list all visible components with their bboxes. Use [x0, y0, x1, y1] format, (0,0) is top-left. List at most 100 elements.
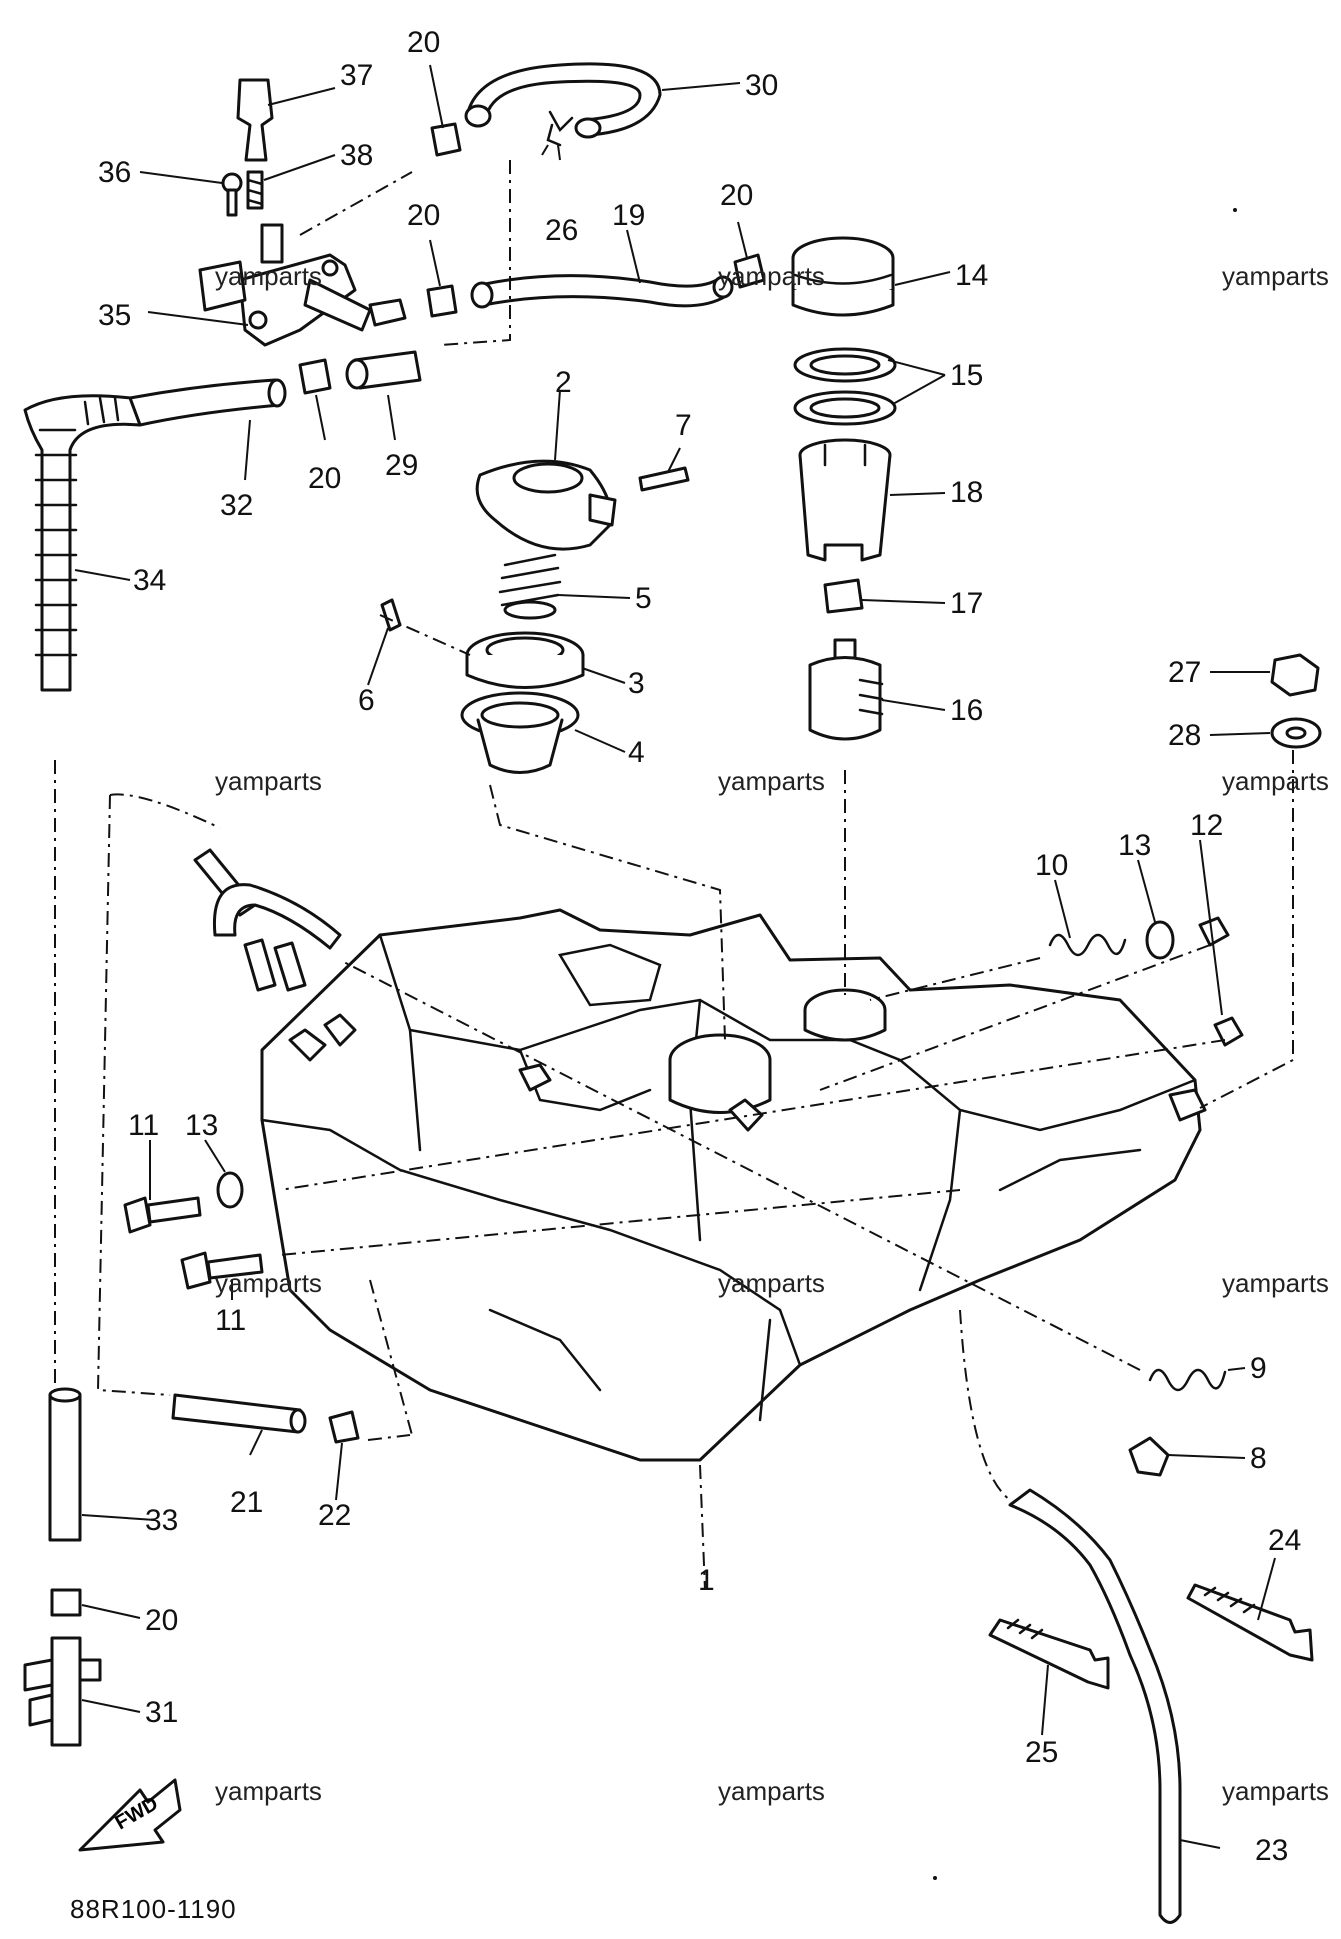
callout-20a: 20 [407, 26, 440, 59]
callout-36: 36 [98, 156, 131, 189]
hose-21 [171, 1393, 307, 1434]
callout-14: 14 [955, 259, 988, 292]
callout-38: 38 [340, 139, 373, 172]
clip-17 [823, 578, 864, 614]
callout-15: 15 [950, 359, 983, 392]
callout-17: 17 [950, 587, 983, 620]
nut-27 [1270, 653, 1320, 697]
fuel-tank [260, 908, 1207, 1462]
washer-13-right [1145, 920, 1175, 960]
callout-23: 23 [1255, 1834, 1288, 1867]
callout-32: 32 [220, 489, 253, 522]
callout-35: 35 [98, 299, 131, 332]
callout-11a: 11 [128, 1109, 159, 1142]
callout-27: 27 [1168, 656, 1201, 689]
callout-28: 28 [1168, 719, 1201, 752]
breather-hose-assembly [193, 848, 342, 992]
callout-10: 10 [1035, 849, 1068, 882]
o-rings-15 [793, 347, 897, 426]
pin-6 [380, 598, 402, 632]
bolt-11-lower [180, 1251, 264, 1290]
callout-3: 3 [628, 667, 645, 700]
fuel-cap-2 [475, 459, 617, 551]
callout-12: 12 [1190, 809, 1223, 842]
gasket-4 [460, 691, 580, 774]
callout-8: 8 [1250, 1442, 1267, 1475]
callout-13a: 13 [185, 1109, 218, 1142]
hose-clamp-20-top [430, 122, 462, 157]
callout-33: 33 [145, 1504, 178, 1537]
callout-16: 16 [950, 694, 983, 727]
diagram-code: 88R100-1190 [70, 1894, 237, 1924]
callout-34: 34 [133, 564, 166, 597]
spring-10 [1048, 933, 1127, 957]
hose-clamp-20-bottom [50, 1588, 82, 1617]
clip-26 [546, 110, 574, 147]
hose-33 [48, 1387, 82, 1542]
pin-7 [638, 466, 690, 492]
callout-6: 6 [358, 684, 375, 717]
watermark: yamparts [215, 1776, 322, 1806]
callout-4: 4 [628, 736, 645, 769]
bolt-11-upper [123, 1196, 202, 1234]
callout-1: 1 [698, 1564, 715, 1597]
washer-28 [1270, 717, 1322, 749]
band-24 [1186, 1583, 1314, 1662]
callout-2: 2 [555, 366, 572, 399]
hose-30 [464, 62, 662, 139]
fuel-cock-screw-36 [221, 172, 243, 217]
clip-8 [1128, 1436, 1170, 1477]
spring-5 [498, 553, 562, 620]
drain-hose-23 [1008, 1488, 1182, 1924]
filter-case-18 [798, 438, 892, 562]
watermarks: yamparts yamparts yamparts yamparts yamp… [215, 261, 1329, 1806]
callout-22: 22 [318, 1499, 351, 1532]
fuel-cock-35 [198, 223, 407, 347]
callout-11b: 11 [215, 1304, 246, 1337]
watermark: yamparts [718, 1268, 825, 1298]
watermark: yamparts [718, 261, 825, 291]
hose-clamp-20-mid [426, 284, 458, 318]
grommet-12 [1198, 916, 1244, 1047]
callout-7: 7 [675, 409, 692, 442]
callout-20d: 20 [308, 462, 341, 495]
callout-20e: 20 [145, 1604, 178, 1637]
callout-21: 21 [230, 1486, 263, 1519]
watermark: yamparts [1222, 1776, 1329, 1806]
callout-25: 25 [1025, 1736, 1058, 1769]
fwd-arrow: FWD [78, 1778, 182, 1852]
assembly-lines [54, 144, 1294, 1591]
clamp-22 [328, 1410, 360, 1444]
band-25 [988, 1618, 1110, 1690]
watermark: yamparts [1222, 261, 1329, 291]
joint-29 [345, 350, 422, 390]
callout-9: 9 [1250, 1352, 1267, 1385]
watermark: yamparts [215, 261, 322, 291]
fuel-pump-14 [791, 236, 895, 317]
spring-9 [1148, 1368, 1227, 1392]
knob-37 [236, 78, 274, 162]
watermark: yamparts [1222, 766, 1329, 796]
callout-37: 37 [340, 59, 373, 92]
callout-labels: 37 38 36 35 20 20 20 20 20 30 26 19 14 1… [98, 26, 1301, 1867]
callout-5: 5 [635, 582, 652, 615]
spring-38 [246, 170, 264, 210]
watermark: yamparts [215, 1268, 322, 1298]
corrugated-hose-34 [23, 394, 142, 692]
hose-clamp-20-lower [298, 358, 332, 395]
callout-24: 24 [1268, 1524, 1301, 1557]
washer-13-left [216, 1171, 244, 1209]
hose-19 [470, 274, 734, 309]
callout-20b: 20 [407, 199, 440, 232]
callout-18: 18 [950, 476, 983, 509]
t-joint-31 [23, 1636, 102, 1747]
callout-13b: 13 [1118, 829, 1151, 862]
callout-26: 26 [545, 214, 578, 247]
watermark: yamparts [1222, 1268, 1329, 1298]
callout-31: 31 [145, 1696, 178, 1729]
strainer-16 [808, 638, 884, 741]
callout-30: 30 [745, 69, 778, 102]
hose-32 [128, 378, 287, 427]
watermark: yamparts [718, 766, 825, 796]
